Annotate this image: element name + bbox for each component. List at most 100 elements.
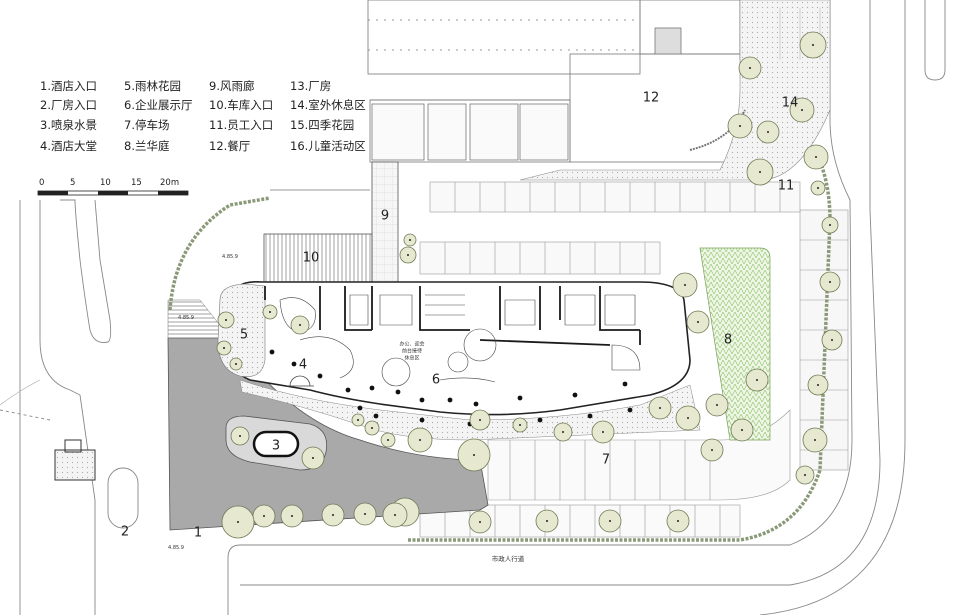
tree-trunk [711,449,713,451]
west-hedge [168,196,271,311]
tree-trunk [741,429,743,431]
scale-bar [37,190,189,196]
tree-trunk [609,520,611,522]
area-number-3: 3 [271,438,281,454]
garage-ramp [263,233,373,287]
tree-canopies [216,31,843,539]
tree-trunk [829,224,831,226]
tree-trunk [357,419,359,421]
tree-trunk [263,515,265,517]
area-number-4: 4 [298,357,308,373]
tree-trunk [677,520,679,522]
tree-trunk [687,417,689,419]
tree-trunk [829,281,831,283]
tree-trunk [312,457,314,459]
tree-trunk [801,109,803,111]
legend-item: 4.酒店大堂 [40,139,97,153]
structural-columns [269,349,633,427]
legend-item: 16.儿童活动区 [290,139,366,153]
tree-trunk [767,131,769,133]
tree-trunk [235,363,237,365]
area-number-14: 14 [781,95,799,111]
tree-trunk [546,520,548,522]
area-number-11: 11 [777,178,795,194]
area-number-5: 5 [239,327,249,343]
area-number-9: 9 [380,208,390,224]
area-number-1: 1 [193,525,203,541]
perimeter-hedge [408,149,832,542]
tree-trunk [749,67,751,69]
elevation-label: 4.85.9 [178,315,194,321]
area-number-2: 2 [120,524,130,540]
tree-trunk [739,125,741,127]
tree-trunk [223,347,225,349]
area-number-8: 8 [723,332,733,348]
interior-walls [264,286,641,346]
legend-item: 3.喷泉水景 [40,118,97,132]
tree-trunk [479,521,481,523]
tree-trunk [716,404,718,406]
legend-item: 2.厂房入口 [40,98,97,112]
tree-trunk [519,424,521,426]
gate-house [54,439,96,481]
left-road [0,199,139,615]
tree-trunk [291,515,293,517]
legend-item: 8.兰华庭 [124,139,170,153]
rainforest-garden [217,283,266,377]
main-building [227,281,691,416]
tree-trunk [815,156,817,158]
tree-trunk [817,384,819,386]
legend-item: 12.餐厅 [209,139,251,153]
lawn-courtyard [699,247,771,441]
tree-trunk [479,419,481,421]
tree-trunk [364,513,366,515]
area-number-6: 6 [431,372,441,388]
legend-item: 11.员工入口 [209,118,274,132]
south-planting [239,379,701,441]
road-label: 市政人行道 [491,555,525,563]
legend-item: 14.室外休息区 [290,98,366,112]
tree-trunk [814,439,816,441]
tree-trunk [299,324,301,326]
area-number-10: 10 [302,250,320,266]
tree-trunk [562,431,564,433]
legend-item: 9.风雨廊 [209,79,255,93]
room-label: 办公、迎会 前台接待 休息区 [399,341,425,362]
tree-trunk [237,521,239,523]
right-road [227,0,946,615]
legend-item: 13.厂房 [290,79,332,93]
tree-trunk [759,171,761,173]
tree-trunk [812,44,814,46]
scale-tick-label: 15 [131,178,142,188]
upper-parking [419,181,801,275]
tree-trunk [419,439,421,441]
area-number-7: 7 [601,452,611,468]
elevation-label: 4.85.9 [222,254,238,260]
area-number-13: 13 [446,0,463,4]
tree-trunk [684,284,686,286]
tree-trunk [394,514,396,516]
area-number-12: 12 [642,90,660,106]
tree-trunk [409,239,411,241]
tree-trunk [371,427,373,429]
tree-trunk [817,187,819,189]
legend-item: 10.车库入口 [209,98,274,112]
tree-trunk [387,439,389,441]
covered-walkway [371,161,399,283]
fountain-pool [225,415,328,471]
tree-trunk [602,431,604,433]
tree-trunk [473,454,475,456]
elevation-label: 4.85.9 [168,545,184,551]
legend-item: 5.雨林花园 [124,79,181,93]
tree-trunk [697,321,699,323]
legend-item: 6.企业展示厅 [124,98,193,112]
factory-building [367,0,800,163]
tree-trunk [332,514,334,516]
scale-tick-label: 0 [39,178,45,188]
tree-trunk [831,339,833,341]
scale-end-label: 20m [160,178,180,188]
tree-trunk [225,319,227,321]
tree-trunk [239,435,241,437]
